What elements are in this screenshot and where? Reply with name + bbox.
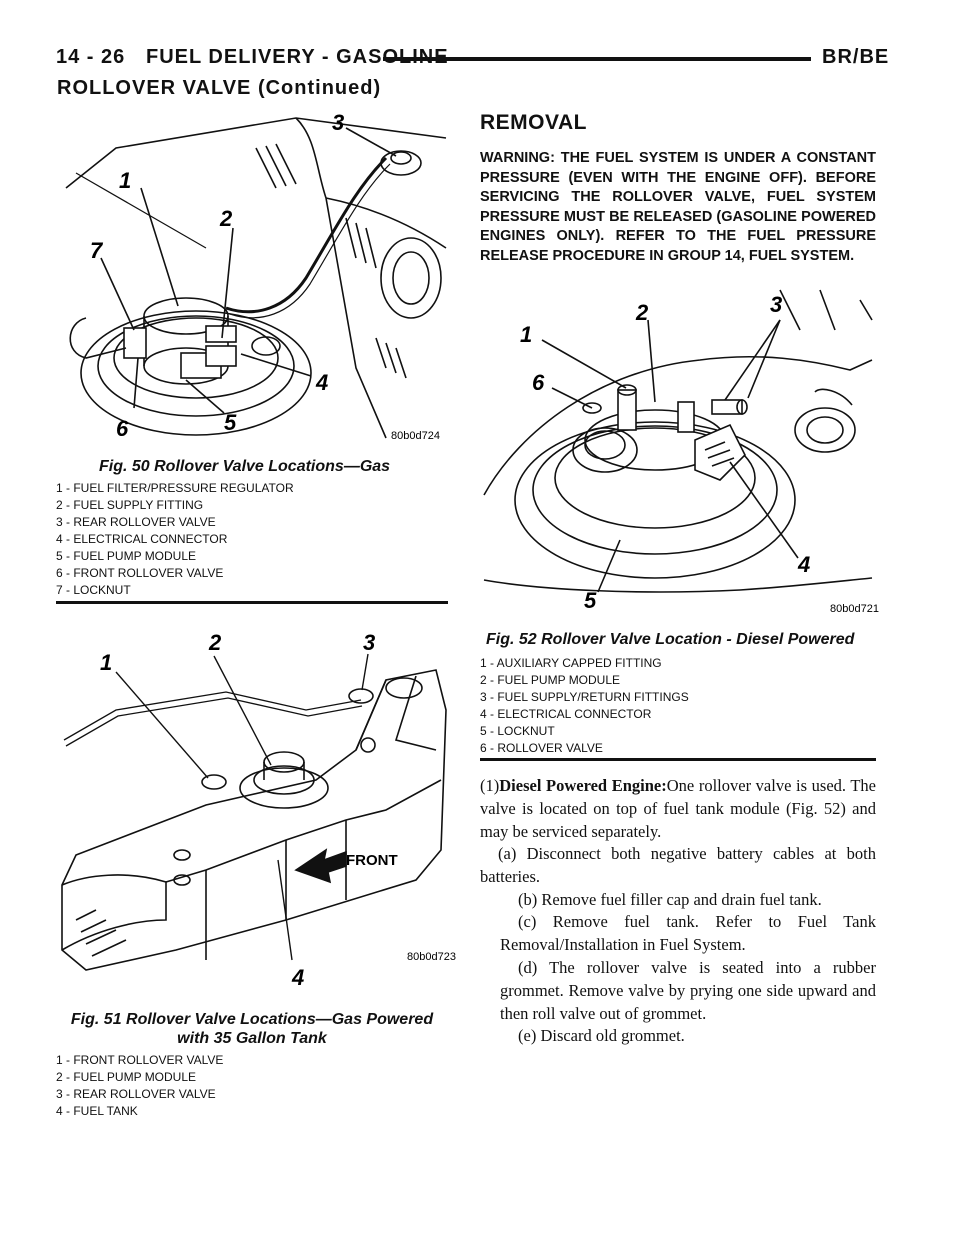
legend-item: 4 - ELECTRICAL CONNECTOR <box>480 707 652 721</box>
fig50-image-code: 80b0d724 <box>391 430 440 442</box>
svg-text:6: 6 <box>532 370 545 395</box>
svg-text:1: 1 <box>119 168 131 193</box>
step-1-paragraph: (1)Diesel Powered Engine:One rollover va… <box>480 775 876 843</box>
removal-heading: REMOVAL <box>480 111 587 134</box>
substep-d: (d) The rollover valve is seated into a … <box>500 957 876 1023</box>
header-rule <box>383 57 811 61</box>
fig52-illustration: 1 2 3 4 5 6 80b0d721 <box>480 289 879 622</box>
page-number: 14 - 26 <box>56 46 126 68</box>
svg-text:3: 3 <box>363 630 375 655</box>
legend-item: 1 - FUEL FILTER/PRESSURE REGULATOR <box>56 481 294 495</box>
legend-item: 2 - FUEL PUMP MODULE <box>480 673 621 687</box>
svg-text:2: 2 <box>219 206 233 231</box>
warning-text: WARNING: THE FUEL SYSTEM IS UNDER A CONS… <box>480 150 876 264</box>
fig50-legend: 1 - FUEL FILTER/PRESSURE REGULATOR 2 - F… <box>56 480 294 599</box>
fig51-legend: 1 - FRONT ROLLOVER VALVE 2 - FUEL PUMP M… <box>56 1052 223 1120</box>
fig52-rule <box>480 758 876 761</box>
svg-text:4: 4 <box>315 370 328 395</box>
svg-text:2: 2 <box>635 300 649 325</box>
substep-a: (a) Disconnect both negative battery cab… <box>480 844 876 886</box>
legend-item: 2 - FUEL PUMP MODULE <box>56 1070 197 1084</box>
fig51-caption: Fig. 51 Rollover Valve Locations—Gas Pow… <box>56 1010 448 1048</box>
svg-text:4: 4 <box>291 965 304 990</box>
svg-text:5: 5 <box>584 588 597 613</box>
step-1-label: Diesel Powered Engine: <box>499 776 667 795</box>
fig51-front-label: FRONT <box>346 852 398 869</box>
fig50-rule <box>56 601 448 604</box>
substep-e: (e) Discard old grommet. <box>518 1026 685 1046</box>
fig52-caption: Fig. 52 Rollover Valve Location - Diesel… <box>486 631 855 648</box>
svg-text:3: 3 <box>770 292 782 317</box>
section-continued-title: ROLLOVER VALVE (Continued) <box>57 77 382 99</box>
svg-text:6: 6 <box>116 416 129 441</box>
svg-text:7: 7 <box>90 238 104 263</box>
substep-b: (b) Remove fuel filler cap and drain fue… <box>518 889 822 909</box>
legend-item: 1 - AUXILIARY CAPPED FITTING <box>480 656 662 670</box>
legend-item: 4 - ELECTRICAL CONNECTOR <box>56 532 228 546</box>
legend-item: 1 - FRONT ROLLOVER VALVE <box>56 1053 224 1067</box>
legend-item: 4 - FUEL TANK <box>56 1104 138 1118</box>
legend-item: 2 - FUEL SUPPLY FITTING <box>56 498 204 512</box>
fig51-illustration: 1 2 3 4 FRONT 80b0d723 <box>56 620 456 1010</box>
svg-text:5: 5 <box>224 410 237 435</box>
page-title: FUEL DELIVERY - GASOLINE <box>146 46 449 68</box>
fig51-image-code: 80b0d723 <box>407 951 456 963</box>
legend-item: 6 - ROLLOVER VALVE <box>480 741 603 755</box>
fig50-illustration: 1 2 3 4 5 6 7 80b0d724 <box>56 108 448 454</box>
svg-text:2: 2 <box>208 630 222 655</box>
legend-item: 3 - REAR ROLLOVER VALVE <box>56 1087 216 1101</box>
legend-item: 7 - LOCKNUT <box>56 583 131 597</box>
svg-text:4: 4 <box>797 552 810 577</box>
legend-item: 5 - LOCKNUT <box>480 724 555 738</box>
svg-text:3: 3 <box>332 110 344 135</box>
step-1-prefix: (1) <box>480 776 500 795</box>
fig50-caption: Fig. 50 Rollover Valve Locations—Gas <box>99 458 391 475</box>
svg-text:1: 1 <box>100 650 112 675</box>
legend-item: 5 - FUEL PUMP MODULE <box>56 549 197 563</box>
fig52-image-code: 80b0d721 <box>830 603 879 615</box>
step-1-text: One rollover valve is used. The valve is… <box>480 776 876 841</box>
model-code: BR/BE <box>822 46 890 68</box>
substep-c: (c) Remove fuel tank. Refer to Fuel Tank… <box>500 912 876 955</box>
svg-text:1: 1 <box>520 322 532 347</box>
legend-item: 3 - FUEL SUPPLY/RETURN FITTINGS <box>480 690 689 704</box>
legend-item: 3 - REAR ROLLOVER VALVE <box>56 515 216 529</box>
substeps: (a) Disconnect both negative battery cab… <box>480 843 876 1048</box>
fig51-caption-line2: with 35 Gallon Tank <box>177 1030 327 1047</box>
fig52-legend: 1 - AUXILIARY CAPPED FITTING 2 - FUEL PU… <box>480 655 689 757</box>
fig51-caption-line1: Fig. 51 Rollover Valve Locations—Gas Pow… <box>70 1011 434 1028</box>
legend-item: 6 - FRONT ROLLOVER VALVE <box>56 566 224 580</box>
